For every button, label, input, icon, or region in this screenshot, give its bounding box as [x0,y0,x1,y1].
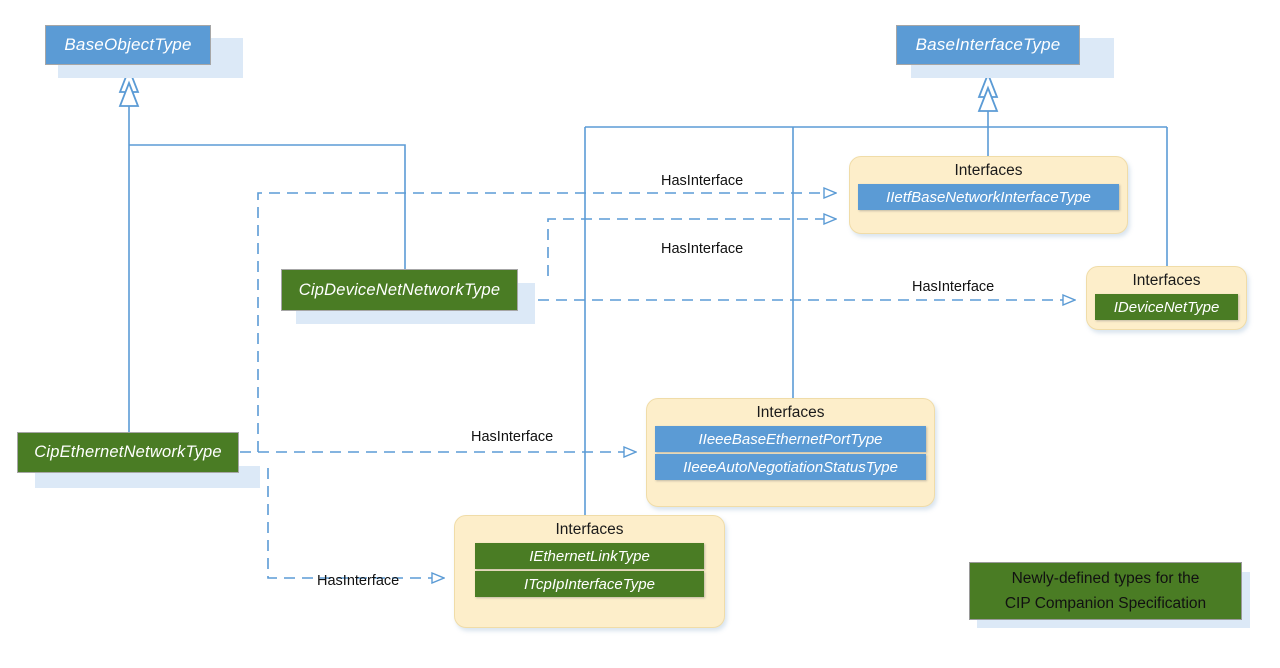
interfaces-group-ietf[interactable]: Interfaces IIetfBaseNetworkInterfaceType [849,156,1128,234]
interfaces-group-title: Interfaces [954,162,1023,179]
edge-label-hasinterface-1: HasInterface [661,173,744,189]
generalization-to-base-object-type [118,66,406,452]
legend-line-1: Newly-defined types for the [1011,570,1200,587]
node-label: BaseObjectType [64,35,192,54]
interfaces-group-ethernetlink[interactable]: Interfaces IEthernetLinkType ITcpIpInter… [454,515,725,628]
node-label: CipEthernetNetworkType [34,443,222,461]
hasinterface-edge-ethernet-ethernetlink [267,468,444,578]
interfaces-group-title: Interfaces [555,521,624,538]
interfaces-group-title: Interfaces [756,404,825,421]
edge-label-hasinterface-2: HasInterface [661,241,744,257]
edge-label-hasinterface-5: HasInterface [317,573,400,589]
interfaces-group-title: Interfaces [1132,272,1201,289]
legend-line-2: CIP Companion Specification [1004,595,1207,612]
interfaces-group-devicenet[interactable]: Interfaces IDeviceNetType [1086,266,1247,330]
node-base-interface-type[interactable]: BaseInterfaceType [896,25,1080,65]
legend-newly-defined-types: Newly-defined types for the CIP Companio… [969,562,1242,620]
interface-item-iietfbasenetworkinterfacetype[interactable]: IIetfBaseNetworkInterfaceType [858,184,1119,210]
interface-item-itcpipinterfacetype[interactable]: ITcpIpInterfaceType [475,571,704,597]
edge-label-hasinterface-3: HasInterface [912,279,995,295]
node-cip-ethernet-network-type[interactable]: CipEthernetNetworkType [17,432,239,473]
interface-item-iieeebaseethernetporttype[interactable]: IIeeeBaseEthernetPortType [655,426,926,452]
node-cip-devicenet-network-type[interactable]: CipDeviceNetNetworkType [281,269,518,311]
interfaces-group-ieee[interactable]: Interfaces IIeeeBaseEthernetPortType IIe… [646,398,935,507]
interface-item-iethernetlinktype[interactable]: IEthernetLinkType [475,543,704,569]
edge-label-hasinterface-4: HasInterface [471,429,554,445]
node-label: BaseInterfaceType [915,35,1061,54]
interface-item-idevicenettype[interactable]: IDeviceNetType [1095,294,1238,320]
interface-item-iieeeautonegotiationstatustype[interactable]: IIeeeAutoNegotiationStatusType [655,454,926,480]
node-label: CipDeviceNetNetworkType [298,280,501,299]
node-base-object-type[interactable]: BaseObjectType [45,25,211,65]
